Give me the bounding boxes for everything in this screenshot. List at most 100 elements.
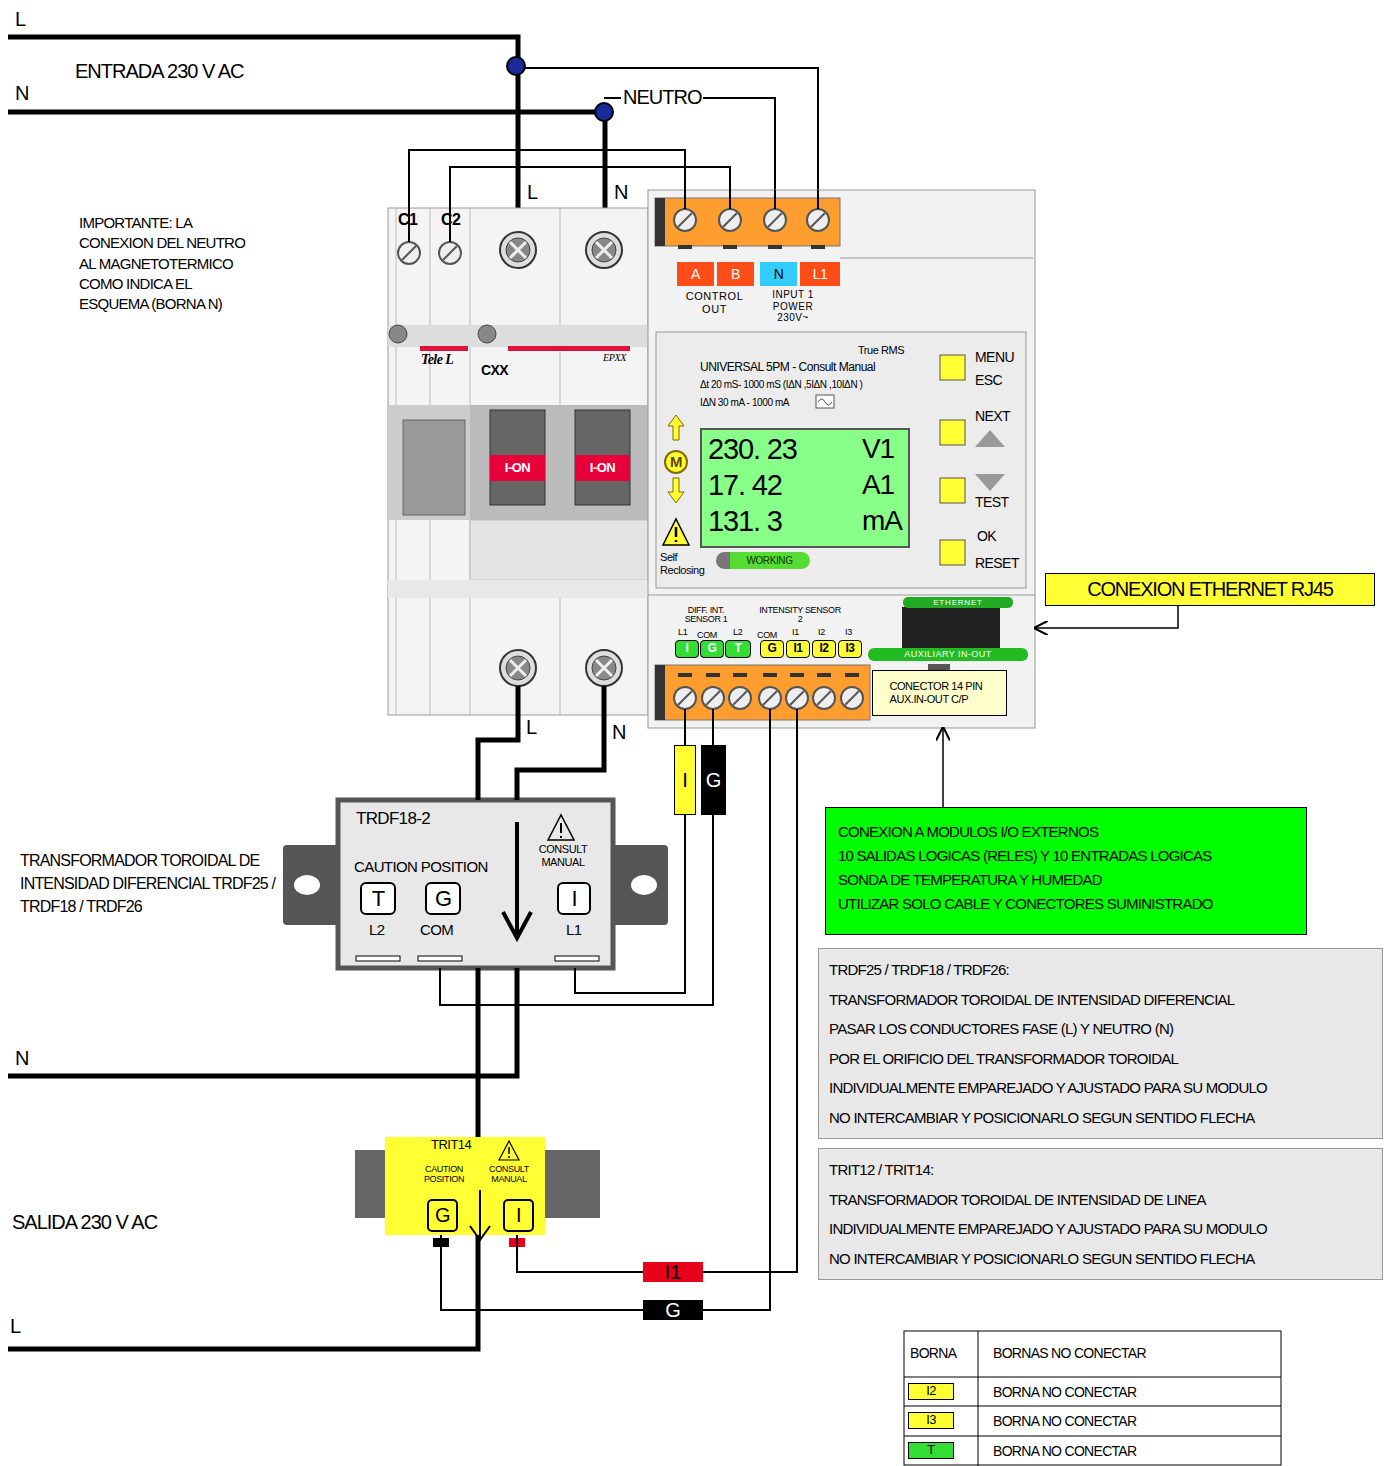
sensor-terminal-tag: I3 [838,640,862,658]
lcd-display: 230. 23V117. 42A1131. 3mA [700,428,910,548]
table-cell: BORNA NO CONECTAR [993,1413,1136,1429]
node-text: Tele L [421,352,453,368]
trit-transformer: TRIT14CAUTION POSITION CONSULT MANUAL G I [385,1137,545,1235]
node-text: I [571,886,576,911]
node-text: G [435,886,451,911]
table-cell: I2 [908,1383,954,1400]
node-text: DIFF. INT. SENSOR 1 [670,606,742,625]
transformer-pin-tag: I [557,882,591,915]
node-text: ETHERNET [933,598,983,607]
wire-tag: G [701,745,726,815]
wire-connector [1035,606,1178,628]
table-cell: BORNA NO CONECTAR [993,1384,1136,1400]
node-text: INDIVIDUALMENTE EMPAREJADO Y AJUSTADO PA… [829,1214,1372,1244]
sensor-terminal-tag: I1 [786,640,810,658]
node-text: L1 [678,627,687,637]
sensor-terminal-tag: I [675,640,699,658]
callout-box: CONEXION ETHERNET RJ45 [1045,573,1375,606]
transformer-pin-tag: G [425,882,461,915]
node-text: I1 [793,642,802,656]
wire-connector [942,728,944,807]
node-text: TRDF18-2 [356,809,430,829]
status-led: WORKING [716,552,810,569]
node-text: 230. 23 [708,433,797,466]
node-text: True RMS [858,344,904,357]
annotation-label: L [15,8,25,31]
node-text: L2 [733,627,742,637]
node-text: WORKING [746,555,792,567]
node-text: TRANSFORMADOR TOROIDAL DE INTENSIDAD DIF… [829,985,1372,1015]
wire-tag: I1 [643,1262,703,1282]
node-text: INDIVIDUALMENTE EMPAREJADO Y AJUSTADO PA… [829,1073,1372,1103]
terminal-tag: L1 [800,262,840,286]
node-text: Self Reclosing [660,551,714,576]
node-text: UTILIZAR SOLO CABLE Y CONECTORES SUMINIS… [838,892,1294,916]
node-text: CAUTION POSITION [354,858,488,875]
node-text: INTENSITY SENSOR 2 [758,606,842,625]
node-text: T [735,642,742,656]
node-text: CXX [481,362,508,378]
node-text: RESET [975,555,1019,571]
transformer-pin-tag: G [427,1199,458,1232]
node-text: TRDF25 / TRDF18 / TRDF26: [829,955,1372,985]
node-text: I1 [792,627,799,637]
note-box: CONEXION A MODULOS I/O EXTERNOS10 SALIDA… [825,807,1307,935]
node-text: MENU [975,349,1014,365]
mode-circle: M [664,450,688,474]
node-text: CONEXION A MODULOS I/O EXTERNOS [838,820,1294,844]
annotation-label: N [15,1047,28,1070]
node-text: NEXT [975,408,1010,424]
wire-connector [450,167,730,208]
annotation-label: L [10,1315,20,1338]
wire-connector [441,728,770,1310]
breaker-handle: I-ON [575,455,630,481]
table-cell: I3 [908,1412,954,1429]
transformer-pin-tag: I [503,1199,534,1232]
node-text: A [691,266,700,282]
breaker-handle: I-ON [490,455,545,481]
terminal-tag: A [677,262,714,286]
node-text: I [686,642,689,656]
sensor-terminal-tag: G [760,640,784,658]
node-text: C1 [398,211,417,229]
node-text: ESC [975,372,1002,388]
node-text: TRIT14 [431,1138,471,1153]
node-text: C2 [441,211,460,229]
node-text: INPUT 1 POWER 230V~ [763,289,823,324]
node-text: CONEXION ETHERNET RJ45 [1087,578,1333,601]
annotation-label: NEUTRO [621,86,703,109]
node-text: L [527,181,537,204]
node-text: TEST [975,494,1009,510]
node-text: SONDA DE TEMPERATURA Y HUMEDAD [838,868,1294,892]
node-text: I2 [818,627,825,637]
node-text: CONSULT MANUAL [484,1164,534,1185]
node-text: I3 [845,627,852,637]
node-text: PASAR LOS CONDUCTORES FASE (L) Y NEUTRO … [829,1014,1372,1044]
node-text: L1 [566,921,582,938]
node-text: I-ON [590,461,615,476]
node-text: EPXX [603,352,626,364]
circuit-breaker: C1C2LNTele LCXXEPXXI-ONI-ON [388,208,648,715]
annotation-label: N [15,82,28,105]
node-text: NO INTERCAMBIAR Y POSICIONARLO SEGUN SEN… [829,1244,1372,1274]
node-text: TRANSFORMADOR TOROIDAL DE INTENSIDAD DE … [829,1185,1372,1215]
node-text: COM [757,630,777,640]
annotation-label: L [526,716,536,739]
node-text: CAUTION POSITION [420,1164,468,1185]
aux-connector: CONECTOR 14 PIN AUX.IN-OUT C/P [872,670,1007,716]
node-text: L1 [813,266,827,282]
sensor-terminal-tag: T [725,640,751,658]
node-text: UNIVERSAL 5PM - Consult Manual [700,361,875,375]
wire-connector [517,715,604,800]
node-text: A1 [862,469,894,501]
node-text: CONTROL OUT [677,290,752,315]
table-cell: BORNA [910,1345,956,1361]
control-module: CONTROL OUT INPUT 1 POWER 230V~ True RMS UN… [648,190,1035,728]
table-cell: T [908,1442,954,1459]
trdf-transformer: TRDF18-2CONSULT MANUALCAUTION POSITIONL2… [338,800,613,968]
port-strip: ETHERNET [903,597,1013,608]
node-text: G [435,1204,450,1227]
annotation-label: SALIDA 230 V AC [12,1211,157,1234]
